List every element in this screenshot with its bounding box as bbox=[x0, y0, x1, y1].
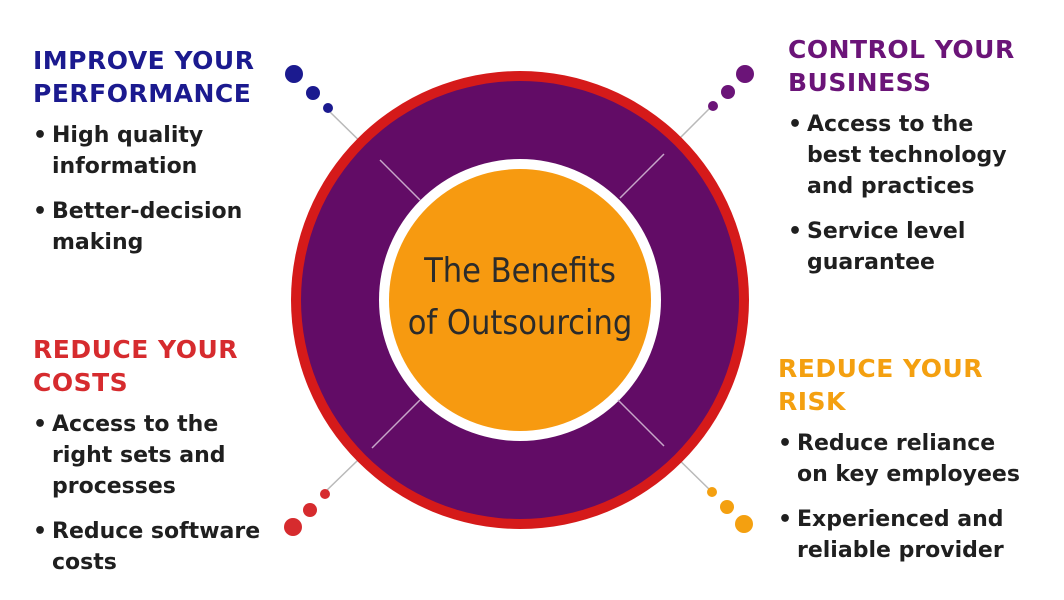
bullet-item: Access to the best technology and practi… bbox=[788, 109, 1048, 202]
bullet-line: Better-decision bbox=[52, 199, 243, 224]
bullet-item: Access to the right sets and processes bbox=[33, 409, 293, 502]
bullet-list: Access to the best technology and practi… bbox=[788, 109, 1048, 278]
bullet-list: Reduce reliance on key employees Experie… bbox=[778, 428, 1058, 566]
section-title-line2: PERFORMANCE bbox=[33, 79, 252, 108]
bullet-item: Reduce reliance on key employees bbox=[778, 428, 1058, 490]
bullet-line: information bbox=[52, 154, 198, 179]
bullet-list: High quality information Better-decision… bbox=[33, 120, 283, 258]
bullet-list: Access to the right sets and processes R… bbox=[33, 409, 293, 578]
center-title-line1: The Benefits bbox=[424, 251, 616, 291]
bullet-line: and practices bbox=[807, 174, 975, 199]
bullet-line: on key employees bbox=[797, 462, 1020, 487]
dot-bottom-right-small bbox=[707, 487, 717, 497]
dot-top-right-small bbox=[708, 101, 718, 111]
bullet-line: Access to the bbox=[52, 412, 219, 437]
section-title-line1: IMPROVE YOUR bbox=[33, 46, 255, 75]
center-orange-circle bbox=[389, 169, 651, 431]
dot-bottom-right-large bbox=[735, 515, 753, 533]
dot-top-right-medium bbox=[721, 85, 735, 99]
bullet-line: Experienced and bbox=[797, 507, 1004, 532]
bullet-line: Reduce software bbox=[52, 519, 261, 544]
section-improve-performance: IMPROVE YOUR PERFORMANCE High quality in… bbox=[33, 44, 283, 272]
section-title-line1: REDUCE YOUR bbox=[33, 335, 239, 364]
ring-line-top-right bbox=[619, 153, 665, 199]
bullet-line: guarantee bbox=[807, 250, 935, 275]
section-title: CONTROL YOUR BUSINESS bbox=[788, 33, 1048, 99]
bullet-line: right sets and bbox=[52, 443, 226, 468]
bullet-item: Reduce software costs bbox=[33, 516, 293, 578]
bullet-line: costs bbox=[52, 550, 117, 575]
section-control-business: CONTROL YOUR BUSINESS Access to the best… bbox=[788, 33, 1048, 292]
section-title-line1: CONTROL YOUR bbox=[788, 35, 1015, 64]
section-title: REDUCE YOUR RISK bbox=[778, 352, 1058, 418]
bullet-line: best technology bbox=[807, 143, 1007, 168]
bullet-line: Access to the bbox=[807, 112, 974, 137]
section-title-line1: REDUCE YOUR RISK bbox=[778, 354, 984, 416]
section-title: IMPROVE YOUR PERFORMANCE bbox=[33, 44, 283, 110]
bullet-line: processes bbox=[52, 474, 176, 499]
bullet-line: Reduce reliance bbox=[797, 431, 996, 456]
dot-top-left-medium bbox=[306, 86, 320, 100]
dot-top-left-small bbox=[323, 103, 333, 113]
bullet-item: Service level guarantee bbox=[788, 216, 1048, 278]
bullet-line: High quality bbox=[52, 123, 204, 148]
section-title-line2: COSTS bbox=[33, 368, 129, 397]
ring-line-top-left bbox=[379, 159, 421, 201]
section-reduce-costs: REDUCE YOUR COSTS Access to the right se… bbox=[33, 333, 293, 592]
center-title: The Benefits of Outsourcing bbox=[400, 245, 640, 349]
dot-top-right-large bbox=[736, 65, 754, 83]
dot-bottom-left-medium bbox=[303, 503, 317, 517]
dot-bottom-left-small bbox=[320, 489, 330, 499]
dot-bottom-right-medium bbox=[720, 500, 734, 514]
bullet-line: reliable provider bbox=[797, 538, 1004, 563]
center-title-line2: of Outsourcing bbox=[407, 303, 633, 343]
dot-top-left-large bbox=[285, 65, 303, 83]
bullet-line: Service level bbox=[807, 219, 966, 244]
section-reduce-risk: REDUCE YOUR RISK Reduce reliance on key … bbox=[778, 352, 1058, 580]
ring-line-bottom-left bbox=[371, 399, 421, 449]
section-title: REDUCE YOUR COSTS bbox=[33, 333, 293, 399]
ring-line-bottom-right bbox=[617, 399, 665, 447]
bullet-item: High quality information bbox=[33, 120, 283, 182]
bullet-line: making bbox=[52, 230, 144, 255]
bullet-item: Experienced and reliable provider bbox=[778, 504, 1058, 566]
section-title-line2: BUSINESS bbox=[788, 68, 932, 97]
bullet-item: Better-decision making bbox=[33, 196, 283, 258]
